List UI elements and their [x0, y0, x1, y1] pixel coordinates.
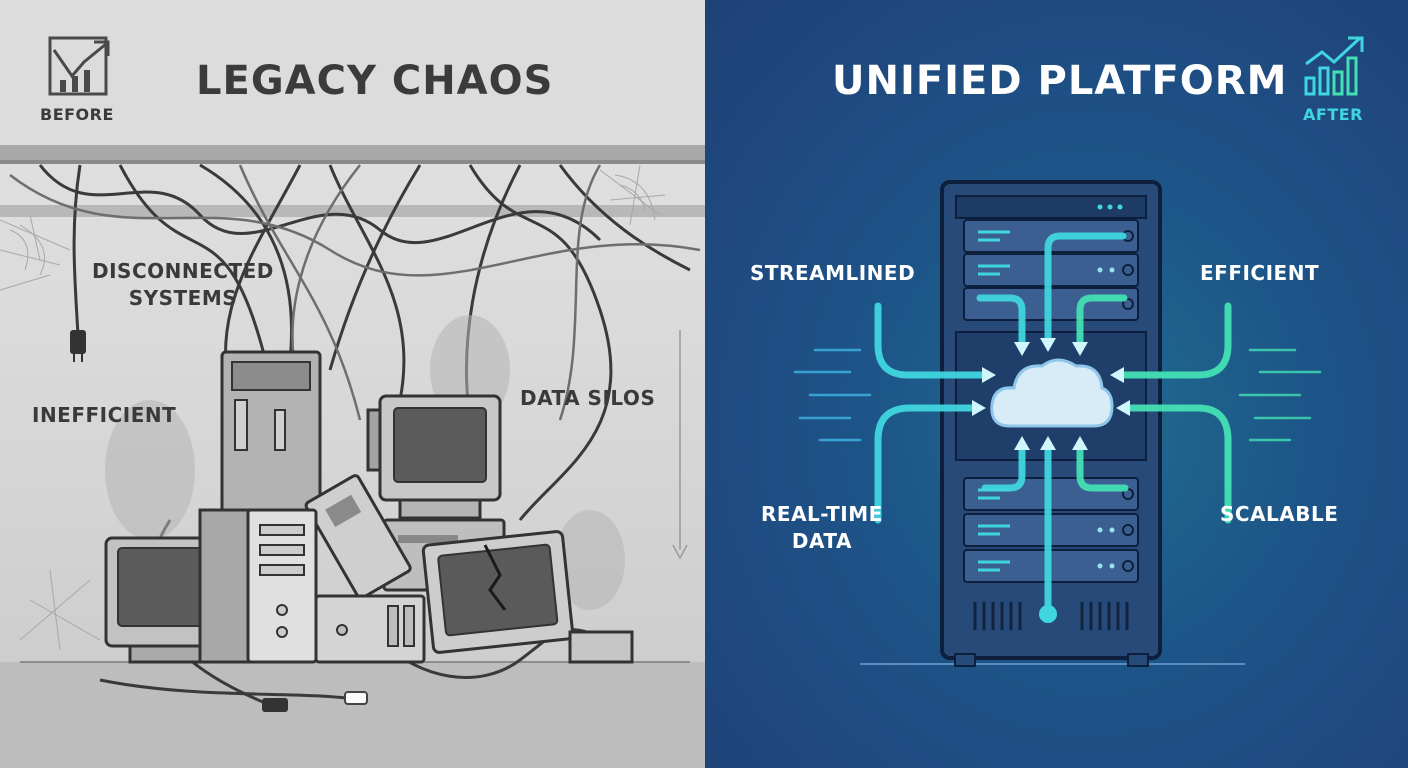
floor — [0, 662, 705, 768]
broken-monitor — [421, 530, 575, 654]
node-dot — [1039, 605, 1057, 623]
after-title: UNIFIED PLATFORM — [832, 58, 1288, 104]
after-panel: AFTER UNIFIED PLATFORM STREAMLINED EFFIC… — [705, 0, 1408, 768]
label-data-silos: DATA SILOS — [520, 386, 656, 410]
crt-monitor — [366, 394, 502, 520]
label-real-time-data: REAL-TIME DATA — [761, 502, 883, 553]
plug-icon — [262, 698, 288, 712]
unified-platform-illustration — [793, 180, 1322, 667]
desktop-unit — [314, 594, 426, 664]
data-flow-arrows — [874, 232, 1232, 623]
chart-up-icon — [1304, 36, 1364, 96]
tower-computer — [220, 350, 322, 514]
label-inefficient: INEFFICIENT — [32, 403, 177, 427]
label-disconnected-systems: DISCONNECTED SYSTEMS — [92, 259, 274, 310]
before-panel: BEFORE LEGACY CHAOS DISCONNECTED SYSTEMS… — [0, 0, 705, 768]
before-tag: BEFORE — [40, 105, 114, 124]
tangled-cables — [38, 163, 691, 707]
label-scalable: SCALABLE — [1220, 502, 1339, 526]
cloud-icon — [990, 358, 1114, 428]
label-streamlined: STREAMLINED — [750, 261, 916, 285]
chart-down-icon — [48, 36, 110, 96]
plug-icon — [70, 330, 86, 354]
after-tag: AFTER — [1303, 105, 1363, 124]
legacy-chaos-illustration — [0, 0, 705, 768]
cartridge — [304, 474, 412, 600]
before-title: LEGACY CHAOS — [196, 58, 554, 104]
header-band — [0, 0, 705, 145]
speed-lines — [793, 348, 1322, 442]
label-efficient: EFFICIENT — [1200, 261, 1320, 285]
cobweb-icon — [0, 164, 666, 651]
plug-icon — [344, 691, 368, 705]
tower-computer — [198, 508, 318, 664]
small-device — [568, 630, 634, 664]
ceiling-pipe — [0, 145, 705, 163]
